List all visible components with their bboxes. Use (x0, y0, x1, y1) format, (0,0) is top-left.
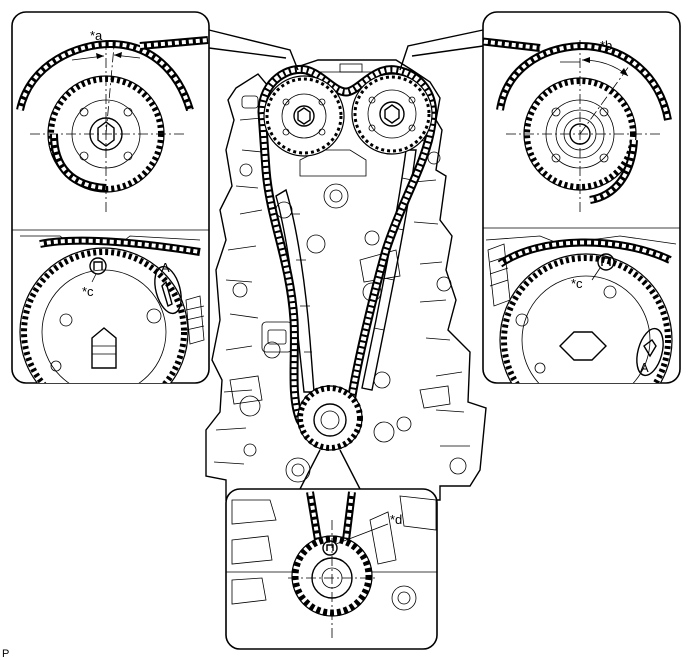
mark-c-label-right: *c (571, 276, 583, 291)
timing-chain (257, 64, 438, 438)
angle-b-label: *b (600, 38, 612, 53)
callout-box-intake: *a *c A (11, 11, 210, 384)
callout-box-crankshaft: *d (225, 488, 438, 650)
callout-box-exhaust: *b *c A (482, 11, 681, 384)
intake-camshaft-sprocket (263, 75, 345, 157)
exhaust-camshaft-sprocket (351, 73, 433, 155)
mark-c-label-left: *c (82, 284, 94, 299)
chain-guides (275, 149, 417, 393)
mark-d-label: *d (390, 512, 402, 527)
figure-code: P (2, 648, 9, 660)
callout-connectors (208, 29, 484, 490)
callout-a-label-right: A (640, 360, 649, 375)
crankshaft-sprocket (297, 385, 363, 451)
callout-a-label-left: A (161, 260, 170, 275)
angle-a-label: *a (90, 28, 103, 43)
